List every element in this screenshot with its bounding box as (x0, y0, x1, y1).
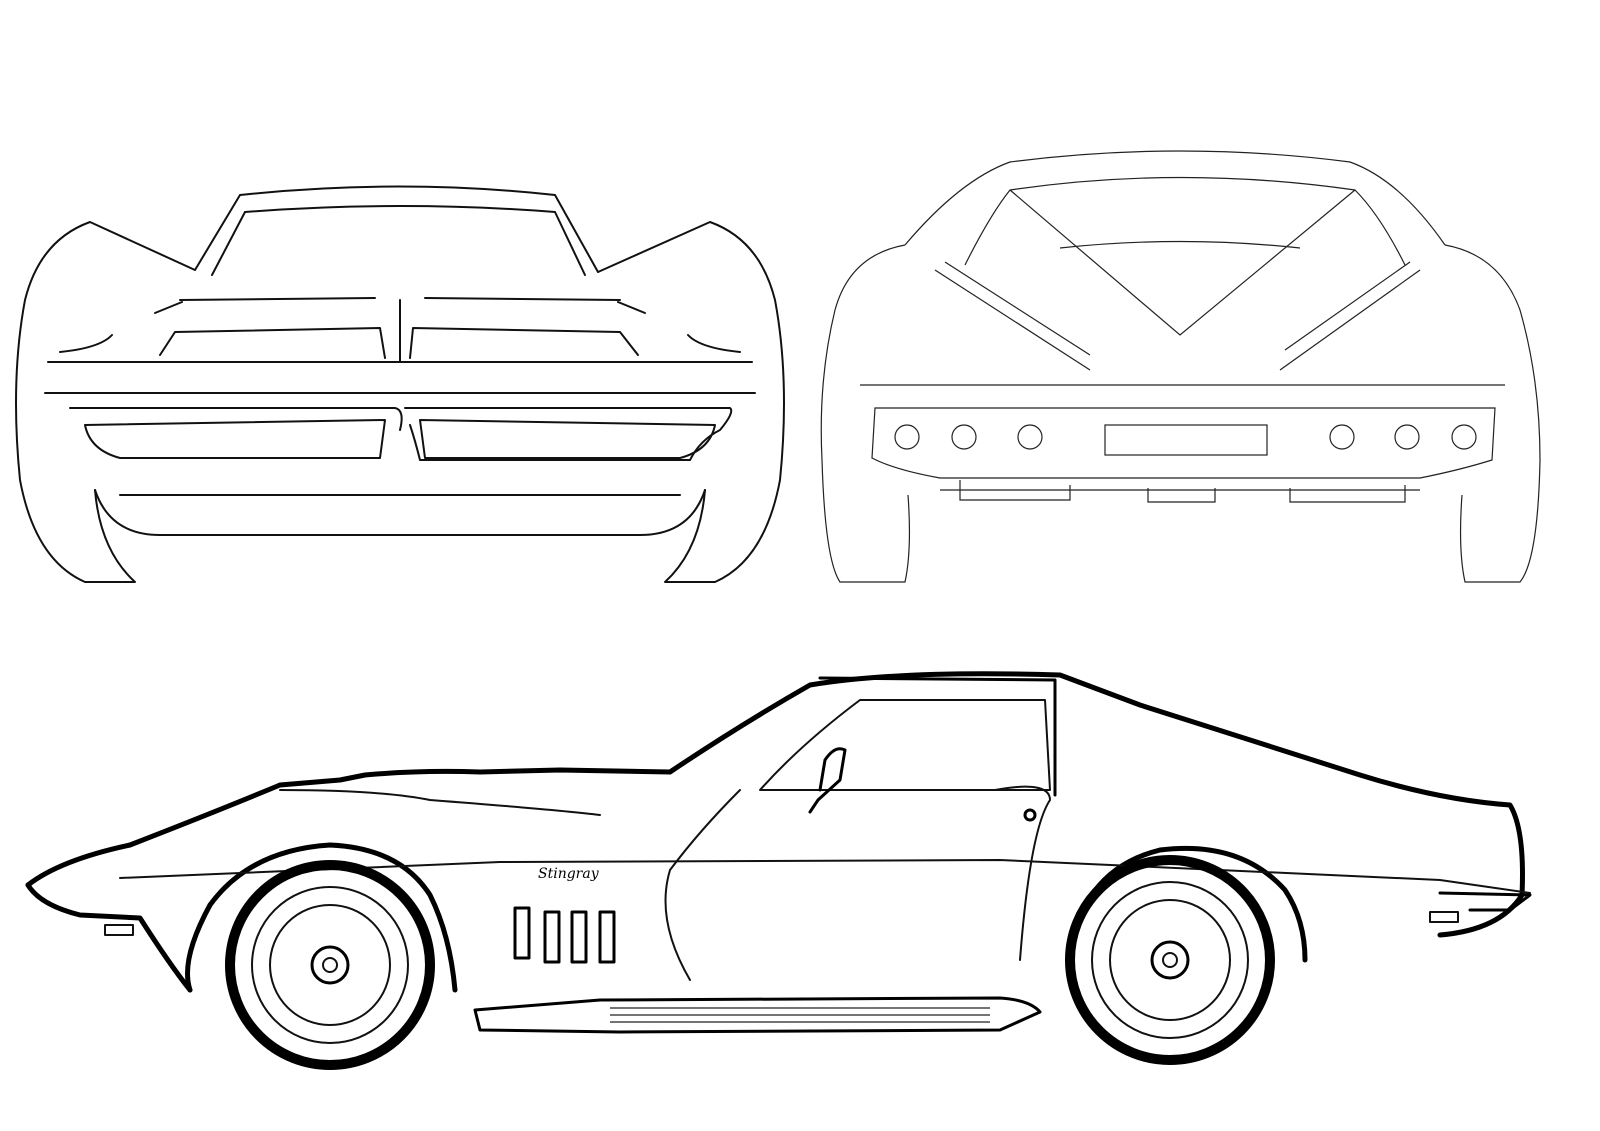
side-view: Stingray (25, 671, 1532, 1070)
rear-wheel (1065, 855, 1275, 1065)
rear-marker-light (1429, 911, 1459, 923)
rear-view (820, 150, 1541, 583)
front-wheel (225, 860, 435, 1070)
front-marker-light (104, 924, 134, 936)
stingray-badge-logo: Stingray (538, 866, 600, 882)
side-vents (513, 906, 616, 964)
front-view (15, 185, 785, 583)
